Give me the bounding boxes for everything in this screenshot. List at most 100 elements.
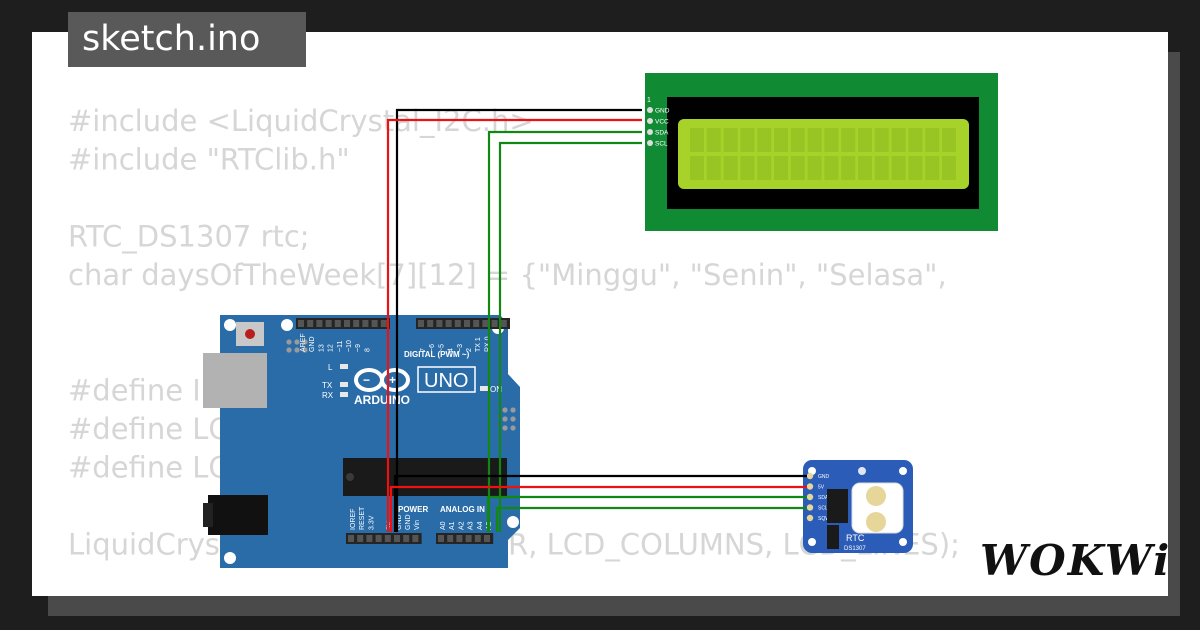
digital-pin-label: 12	[328, 344, 335, 352]
header-pin[interactable]	[445, 320, 452, 327]
header-pin[interactable]	[427, 320, 434, 327]
header-pin[interactable]	[334, 320, 341, 327]
on-label: ON	[490, 385, 502, 394]
header-pin[interactable]	[464, 320, 470, 327]
lcd-cell	[858, 128, 872, 152]
header-pin[interactable]	[371, 320, 378, 327]
lcd-cell	[942, 156, 956, 180]
rtc-pin-label: SQW	[818, 516, 830, 522]
lcd-pin[interactable]	[647, 129, 653, 135]
header-pin[interactable]	[465, 535, 472, 542]
header-pin[interactable]	[384, 535, 391, 542]
power-label: POWER	[398, 505, 428, 514]
header-pin[interactable]	[353, 320, 360, 327]
digital-pin-label: ~3	[457, 344, 464, 352]
icsp-header-top	[286, 339, 308, 353]
header-pin[interactable]	[482, 320, 489, 327]
header-pin[interactable]	[438, 535, 444, 542]
file-tab[interactable]: sketch.ino	[68, 12, 306, 67]
lcd-cell	[690, 156, 704, 180]
wire-rtc-scl	[495, 506, 807, 532]
lcd-cell	[807, 128, 822, 152]
analog-pin-label: GND	[396, 514, 403, 530]
rtc-pin[interactable]	[806, 472, 814, 480]
code-line-text: #define I	[68, 374, 201, 408]
header-pin[interactable]	[403, 535, 410, 542]
rtc-pin[interactable]	[806, 483, 814, 490]
rtc-pin[interactable]	[806, 514, 814, 522]
wokwi-logo: WOKWi	[980, 536, 1171, 585]
header-pin[interactable]	[454, 320, 461, 327]
arduino-brand: ARDUINO	[354, 393, 410, 407]
header-pin[interactable]	[412, 535, 419, 542]
lcd-pin-label: GND	[655, 108, 670, 115]
adafruit-star-icon	[858, 467, 866, 475]
header-pin[interactable]	[298, 320, 304, 327]
battery-contact-1	[866, 486, 886, 506]
lcd-pin[interactable]	[647, 107, 653, 113]
header-pin[interactable]	[357, 535, 364, 542]
header-pin[interactable]	[500, 320, 507, 327]
on-led	[480, 386, 488, 391]
header-pin[interactable]	[474, 535, 481, 542]
wire-lcd-vcc	[386, 118, 642, 532]
header-pin[interactable]	[325, 320, 332, 327]
rtc-pin[interactable]	[806, 493, 814, 501]
digital-pin-label: 7	[420, 348, 427, 352]
rtc-pin[interactable]	[806, 504, 814, 511]
svg-text:−: −	[363, 373, 370, 387]
header-pin[interactable]	[447, 535, 454, 542]
header-pin[interactable]	[456, 535, 463, 542]
lcd-pin-number: 1	[647, 97, 651, 104]
arduino-board	[220, 315, 520, 568]
header-pin[interactable]	[418, 320, 424, 327]
digital-pin-label: ~9	[355, 344, 362, 352]
header-pin[interactable]	[394, 535, 400, 542]
chip-notch	[346, 473, 354, 481]
usb-port	[203, 353, 267, 408]
lcd-cell	[740, 128, 755, 152]
code-line-text: char daysOfTheWeek[7][12] = {"Minggu", "…	[68, 258, 947, 292]
lcd-pin[interactable]	[647, 140, 653, 146]
header-pin[interactable]	[366, 535, 373, 542]
lcd-cell	[774, 128, 788, 152]
lcd-cell	[706, 128, 721, 152]
rtc-hole-3	[808, 538, 816, 546]
lcd-pin[interactable]	[647, 118, 653, 124]
header-pin[interactable]	[491, 320, 498, 327]
power-jack	[208, 495, 268, 535]
header-pin[interactable]	[484, 535, 490, 542]
lcd-cell	[874, 128, 889, 152]
lcd-cell	[774, 156, 788, 180]
analog-pin-label: A4	[477, 521, 484, 530]
header-pin[interactable]	[348, 535, 354, 542]
rtc-pin-label: GND	[818, 474, 830, 480]
led-label: RX	[322, 391, 334, 400]
code-text-layer: #include <LiquidCrystal_I2C.h>#include "…	[68, 104, 960, 562]
reset-button[interactable]	[245, 329, 255, 339]
icsp-pin	[502, 416, 508, 422]
header-pin[interactable]	[473, 320, 480, 327]
lcd-cell	[740, 156, 755, 180]
code-line-text: #define LC	[68, 451, 229, 485]
header-pin[interactable]	[316, 320, 323, 327]
header-pin[interactable]	[307, 320, 314, 327]
header-pin[interactable]	[436, 320, 443, 327]
header-pin[interactable]	[375, 535, 382, 542]
wire-rtc-gnd	[393, 474, 807, 532]
code-line-text: #include "RTClib.h"	[68, 143, 350, 177]
analog-pin-label: A2	[458, 521, 465, 530]
icsp-pin	[502, 407, 508, 413]
rtc-pin-label: SDA	[818, 495, 829, 501]
header-pin[interactable]	[380, 320, 387, 327]
header-pin[interactable]	[362, 320, 369, 327]
header-pin[interactable]	[344, 320, 350, 327]
lcd-cell	[858, 156, 872, 180]
lcd-cell	[908, 156, 923, 180]
wire-lcd-scl	[498, 141, 642, 532]
